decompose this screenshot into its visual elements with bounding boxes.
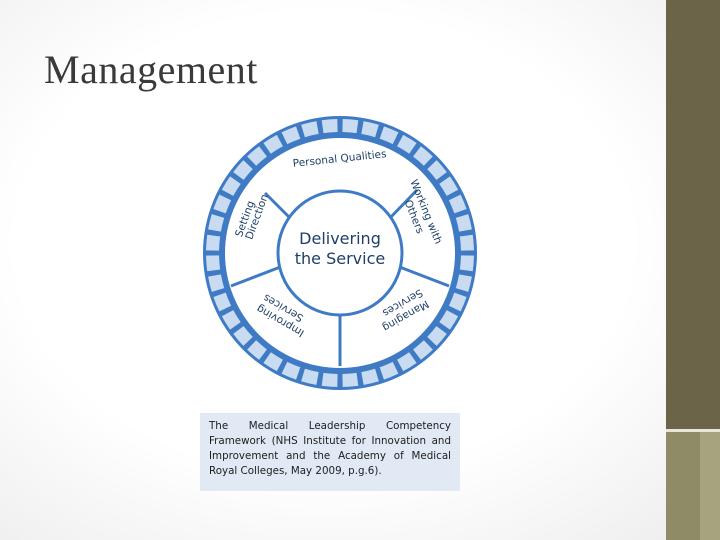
- ring-tick: [413, 340, 433, 360]
- ring-tick: [301, 121, 319, 138]
- center-label-line1: Delivering: [299, 229, 381, 248]
- ring-tick: [301, 368, 319, 385]
- ring-tick: [321, 372, 338, 387]
- ring-tick: [439, 176, 459, 196]
- ring-tick: [281, 126, 301, 145]
- sidebar-accent-dark: [666, 0, 720, 431]
- ring-tick: [397, 352, 417, 372]
- sidebar-divider: [666, 429, 720, 432]
- ring-tick: [397, 134, 417, 154]
- ring-tick: [213, 292, 232, 312]
- ring-tick: [221, 176, 241, 196]
- ring-tick: [455, 214, 472, 232]
- segment-dividers: [230, 188, 450, 366]
- sidebar-accent-strip: [700, 431, 720, 540]
- ring-tick: [247, 340, 267, 360]
- competency-wheel-diagram: Delivering the Service Personal Qualitie…: [203, 116, 477, 390]
- ring-tick: [342, 119, 359, 134]
- ring-tick: [448, 194, 467, 214]
- ring-tick: [247, 146, 267, 166]
- ring-tick: [263, 352, 283, 372]
- ring-tick: [361, 368, 379, 385]
- ring-tick: [321, 119, 338, 134]
- center-label-line2: the Service: [295, 249, 385, 268]
- ring-tick: [281, 361, 301, 380]
- ring-tick: [233, 326, 253, 346]
- ring-tick: [361, 121, 379, 138]
- figure-caption: The Medical Leadership Competency Framew…: [200, 413, 460, 491]
- ring-ticks: [206, 119, 474, 387]
- ring-tick: [379, 361, 399, 380]
- ring-tick: [213, 194, 232, 214]
- ring-tick: [439, 310, 459, 330]
- slide-title: Management: [44, 47, 258, 92]
- ring-tick: [221, 310, 241, 330]
- ring-tick: [233, 160, 253, 180]
- ring-tick: [427, 160, 447, 180]
- ring-tick: [459, 234, 474, 251]
- ring-tick: [455, 274, 472, 292]
- ring-tick: [459, 255, 474, 272]
- ring-tick: [208, 274, 225, 292]
- ring-tick: [342, 372, 359, 387]
- ring-tick: [206, 234, 221, 251]
- center-circle: [276, 189, 404, 317]
- ring-tick: [427, 326, 447, 346]
- ring-tick: [206, 255, 221, 272]
- ring-tick: [448, 292, 467, 312]
- ring-tick: [413, 146, 433, 166]
- ring-tick: [263, 134, 283, 154]
- ring-tick: [379, 126, 399, 145]
- ring-tick: [208, 214, 225, 232]
